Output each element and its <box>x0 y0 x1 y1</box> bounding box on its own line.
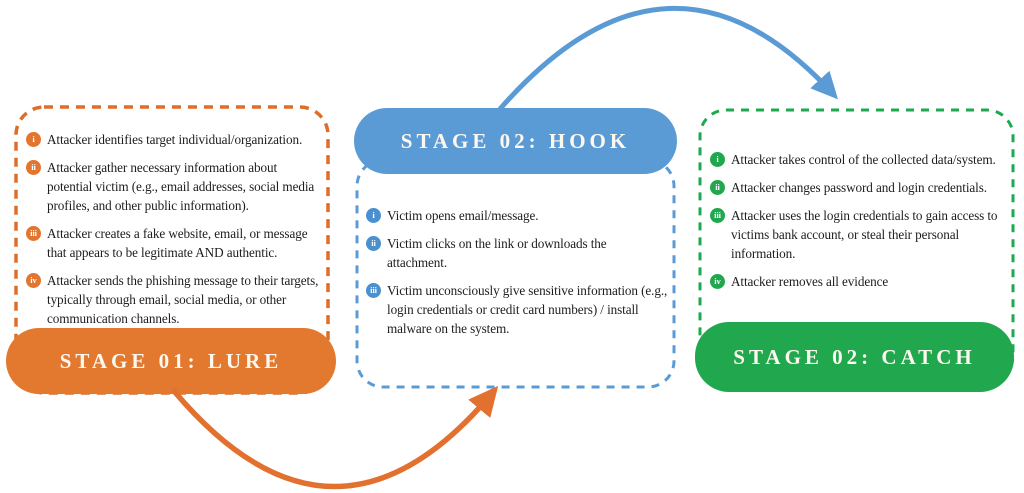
item-text: Victim opens email/message. <box>387 208 539 223</box>
list-item: iv Attacker sends the phishing message t… <box>26 271 322 328</box>
catch-item-list: i Attacker takes control of the collecte… <box>710 150 1010 300</box>
arrow-lure-to-hook <box>171 385 499 490</box>
item-text: Victim unconsciously give sensitive info… <box>387 283 668 336</box>
item-number-badge: iii <box>26 226 41 241</box>
item-text: Attacker creates a fake website, email, … <box>47 226 308 260</box>
item-text: Attacker takes control of the collected … <box>731 152 996 167</box>
list-item: i Attacker identifies target individual/… <box>26 130 322 149</box>
list-item: iii Victim unconsciously give sensitive … <box>366 281 668 338</box>
item-text: Attacker uses the login credentials to g… <box>731 208 998 261</box>
item-text: Victim clicks on the link or downloads t… <box>387 236 607 270</box>
arrow-hook-to-catch <box>497 6 839 112</box>
item-number-badge: iii <box>710 208 725 223</box>
list-item: ii Attacker gather necessary information… <box>26 158 322 215</box>
item-text: Attacker identifies target individual/or… <box>47 132 303 147</box>
item-number-badge: iv <box>26 273 41 288</box>
item-number-badge: i <box>366 208 381 223</box>
lure-item-list: i Attacker identifies target individual/… <box>26 130 322 337</box>
list-item: iii Attacker uses the login credentials … <box>710 206 1010 263</box>
item-number-badge: ii <box>710 180 725 195</box>
item-text: Attacker gather necessary information ab… <box>47 160 315 213</box>
list-item: i Attacker takes control of the collecte… <box>710 150 1010 169</box>
list-item: i Victim opens email/message. <box>366 206 668 225</box>
item-number-badge: i <box>26 132 41 147</box>
stage-02-catch-header: STAGE 02: CATCH <box>695 322 1014 392</box>
stage-01-lure-header: STAGE 01: LURE <box>6 328 336 394</box>
item-number-badge: iii <box>366 283 381 298</box>
list-item: ii Victim clicks on the link or download… <box>366 234 668 272</box>
stage-02-hook-header: STAGE 02: HOOK <box>354 108 677 174</box>
item-number-badge: iv <box>710 274 725 289</box>
hook-item-list: i Victim opens email/message. ii Victim … <box>366 206 668 347</box>
item-text: Attacker sends the phishing message to t… <box>47 273 319 326</box>
item-number-badge: ii <box>366 236 381 251</box>
item-text: Attacker changes password and login cred… <box>731 180 987 195</box>
item-text: Attacker removes all evidence <box>731 274 889 289</box>
list-item: iii Attacker creates a fake website, ema… <box>26 224 322 262</box>
item-number-badge: i <box>710 152 725 167</box>
list-item: iv Attacker removes all evidence <box>710 272 1010 291</box>
list-item: ii Attacker changes password and login c… <box>710 178 1010 197</box>
item-number-badge: ii <box>26 160 41 175</box>
